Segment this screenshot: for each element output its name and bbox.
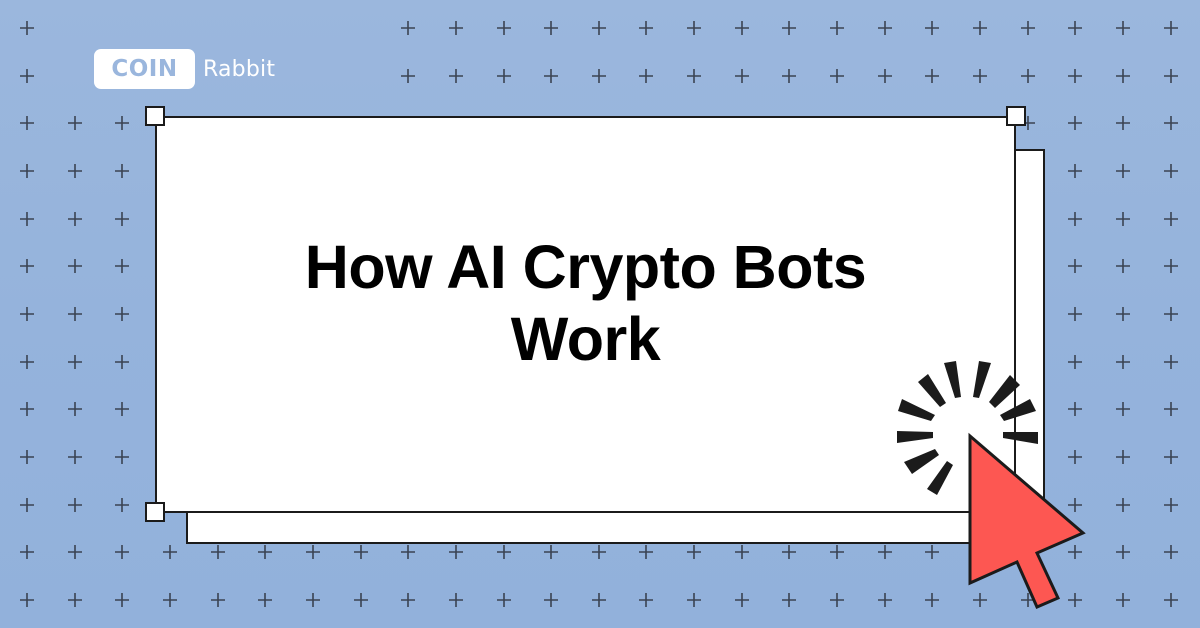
page-title: How AI Crypto Bots Work (304, 232, 867, 373)
resize-handle-icon (145, 106, 165, 126)
logo-badge-text: COIN (111, 56, 178, 82)
resize-handle-icon (1006, 106, 1026, 126)
logo-badge: COIN (94, 49, 195, 89)
coinrabbit-logo[interactable]: COIN Rabbit (94, 49, 275, 89)
title-card (155, 116, 1016, 513)
resize-handle-icon (145, 502, 165, 522)
logo-text: Rabbit (203, 56, 276, 82)
hero-title-container: How AI Crypto Bots Work (155, 116, 1016, 513)
